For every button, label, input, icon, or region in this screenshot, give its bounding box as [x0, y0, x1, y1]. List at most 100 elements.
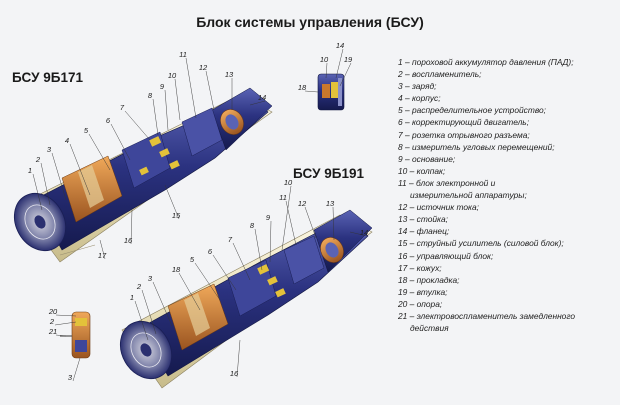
- callout-number: 10: [320, 55, 329, 64]
- callout-number: 5: [84, 126, 89, 135]
- leader-line: [55, 314, 77, 317]
- callout-number: 1: [130, 293, 134, 302]
- leader-line: [205, 70, 215, 111]
- callout-number: 17: [98, 251, 107, 260]
- leader-line: [281, 185, 292, 251]
- leader-line: [124, 110, 151, 141]
- callout-number: 10: [284, 178, 293, 187]
- legend-item: 10 – колпак;: [398, 165, 446, 176]
- leader-line: [285, 200, 297, 246]
- legend-item: 9 – основание;: [398, 153, 456, 164]
- diagram-title: Блок системы управления (БСУ): [196, 14, 424, 30]
- legend-item: 6 – корректирующий двигатель;: [398, 117, 530, 128]
- electronics-block: [181, 107, 223, 157]
- legend-item: 5 – распределительное устройство;: [398, 105, 546, 116]
- legend-item: 2 – воспламенитель;: [398, 69, 482, 80]
- callout-number: 2: [35, 155, 41, 164]
- leader-line: [164, 184, 180, 220]
- unit-9b171: [13, 87, 273, 263]
- callout-number: 6: [106, 116, 111, 125]
- leader-line: [249, 100, 266, 106]
- model-label-9b191: БСУ 9Б191: [293, 166, 364, 181]
- leader-line: [99, 239, 106, 260]
- leader-line: [130, 209, 133, 245]
- legend-item: 21 – электровоспламенитель замедленного: [398, 310, 576, 321]
- distributor-block: [227, 259, 277, 317]
- leader-line: [194, 262, 221, 301]
- leader-line: [304, 206, 317, 239]
- distributor-block: [121, 131, 171, 189]
- callout-number: 4: [65, 136, 69, 145]
- callout-number: 13: [326, 199, 335, 208]
- callout-number: 14: [258, 93, 266, 102]
- model-label-9b171: БСУ 9Б171: [12, 70, 83, 85]
- legend-item: 19 – втулка;: [398, 286, 448, 297]
- electronics-block: [283, 235, 325, 285]
- leader-line: [325, 62, 328, 79]
- leader-line: [110, 123, 131, 161]
- leader-line: [236, 339, 241, 378]
- callout-number: 2: [136, 282, 142, 291]
- callout-number: 11: [179, 50, 187, 59]
- callout-number: 8: [148, 91, 153, 100]
- legend-item: 14 – фланец;: [398, 226, 450, 237]
- callout-number: 18: [172, 265, 181, 274]
- callout-number: 13: [225, 70, 234, 79]
- callout-number: 8: [250, 221, 255, 230]
- leader-lines: [32, 48, 368, 382]
- leader-line: [32, 173, 43, 211]
- leader-line: [254, 228, 263, 271]
- callout-number: 2: [49, 317, 55, 326]
- callout-number: 10: [168, 71, 177, 80]
- callout-number: 14: [360, 228, 368, 237]
- callout-number: 11: [279, 193, 287, 202]
- legend-item-continued: измерительной аппаратуры;: [410, 190, 527, 201]
- detail-bottom: [60, 311, 91, 359]
- callout-number: 3: [148, 274, 153, 283]
- legend-item: 8 – измеритель угловых перемещений;: [398, 141, 555, 152]
- callout-number: 21: [48, 327, 57, 336]
- legend-item: 16 – управляющий блок;: [398, 250, 494, 261]
- leader-line: [335, 48, 344, 79]
- leader-line: [349, 231, 368, 237]
- legend-item: 15 – струйный усилитель (силовой блок);: [398, 238, 564, 249]
- callout-number: 7: [120, 103, 125, 112]
- leader-line: [54, 321, 77, 326]
- callout-number: 1: [28, 166, 32, 175]
- leader-line: [269, 220, 272, 263]
- leader-line: [212, 254, 237, 291]
- legend-item: 13 – стойка;: [398, 214, 448, 225]
- legend-item: 11 – блок электронной и: [398, 177, 496, 188]
- leader-line: [40, 162, 51, 206]
- leader-line: [88, 133, 111, 171]
- leader-line: [51, 152, 67, 201]
- leader-line: [232, 242, 251, 281]
- callout-number: 12: [199, 63, 208, 72]
- legend-item: 20 – опора;: [398, 298, 443, 309]
- leader-line: [332, 206, 335, 241]
- unit-9b191: [119, 209, 373, 389]
- legend-item: 17 – кожух;: [398, 262, 442, 273]
- callout-number: 12: [298, 199, 307, 208]
- callout-number: 15: [172, 211, 181, 220]
- legend-item: 18 – прокладка;: [398, 274, 460, 285]
- callout-number: 16: [124, 236, 133, 245]
- legend-item-continued: действия: [410, 323, 449, 334]
- callout-number: 16: [230, 369, 239, 378]
- callout-number: 9: [160, 82, 165, 91]
- callout-number: 18: [298, 83, 307, 92]
- detail-top: [317, 73, 345, 111]
- legend-item: 7 – розетка отрывного разъема;: [398, 129, 530, 140]
- parts-legend: 1 – пороховой аккумулятор давления (ПАД)…: [398, 56, 616, 334]
- leader-line: [339, 62, 352, 87]
- leader-line: [164, 89, 169, 131]
- leader-line: [185, 57, 197, 119]
- leader-line: [72, 357, 81, 382]
- callout-number: 3: [47, 145, 52, 154]
- leader-line: [134, 300, 149, 341]
- callout-number: 14: [336, 41, 344, 50]
- leader-line: [55, 334, 67, 337]
- callout-number: 6: [208, 247, 213, 256]
- leader-line: [152, 281, 173, 327]
